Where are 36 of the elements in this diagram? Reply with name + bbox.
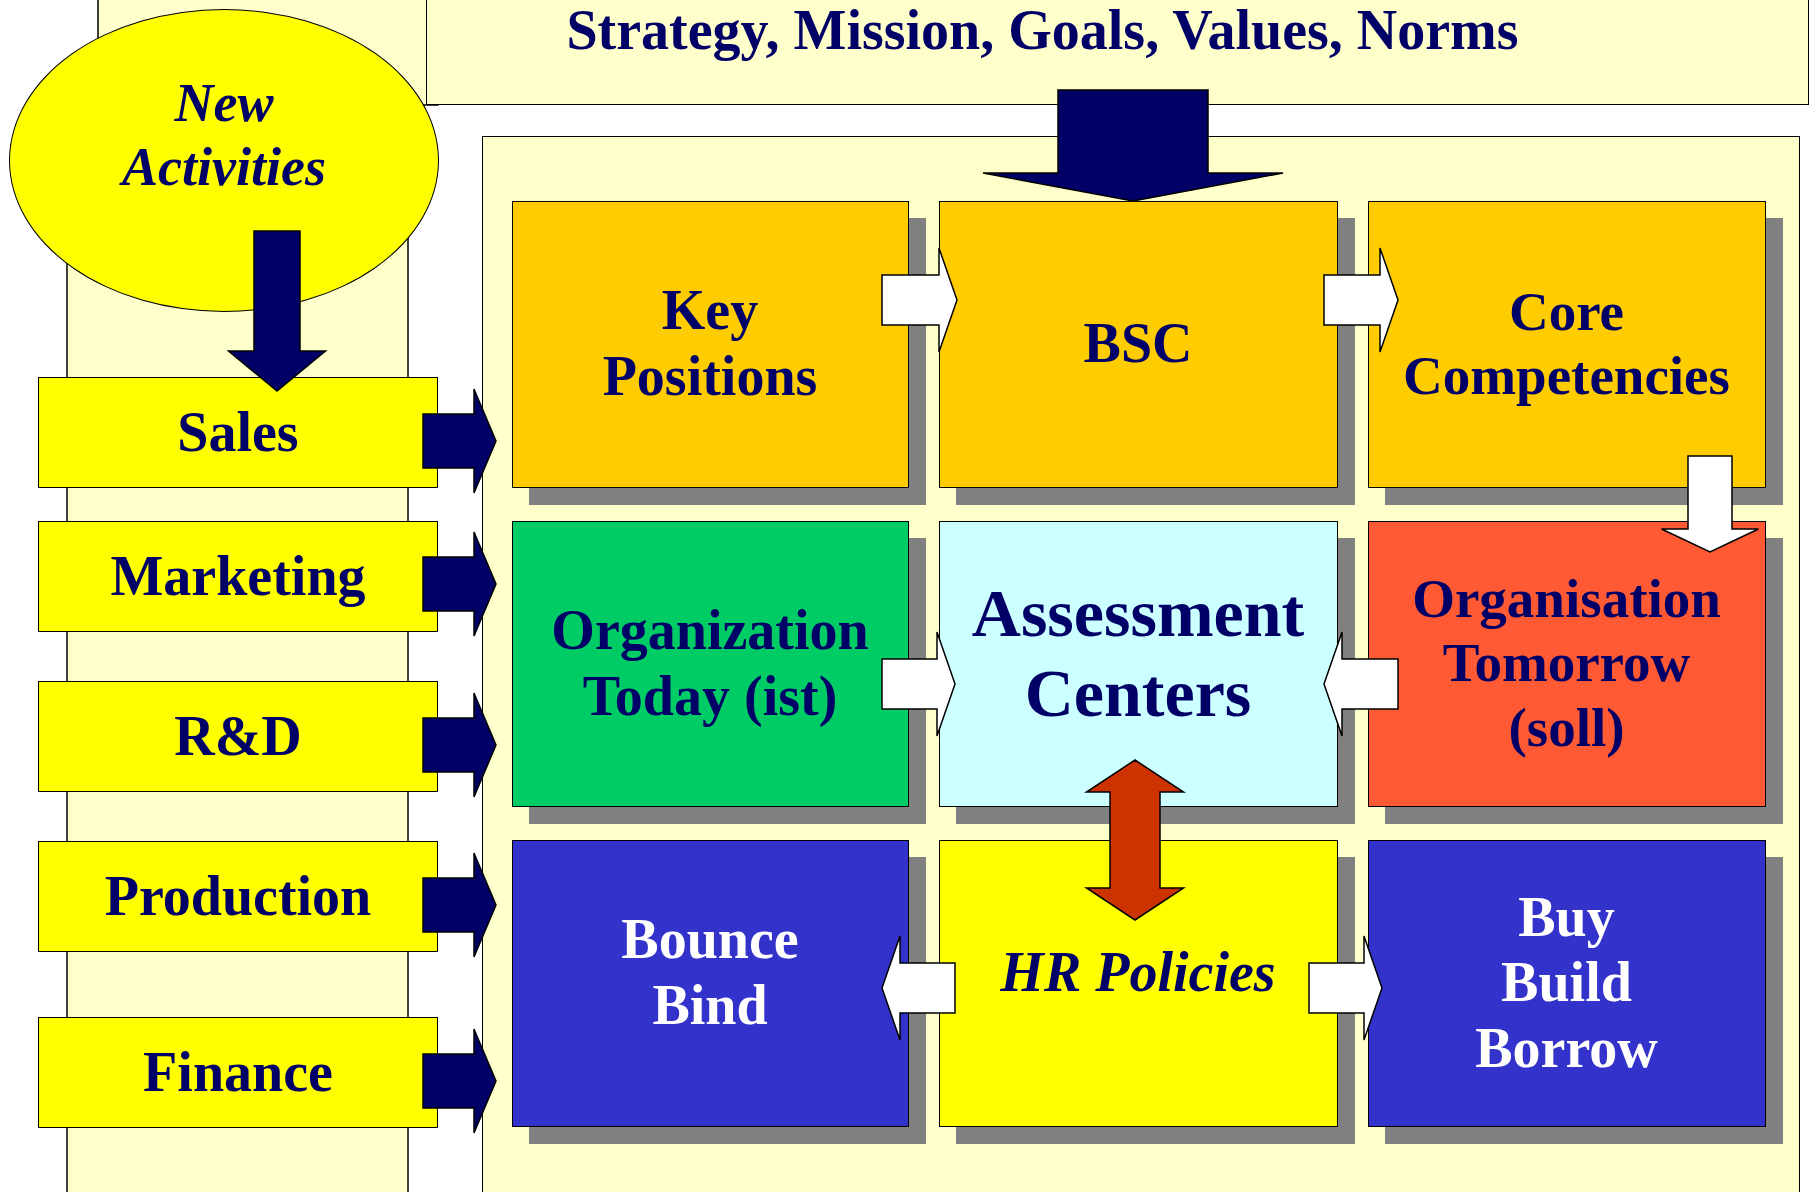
box-label: Strategy, Mission, Goals, Values, Norms — [566, 0, 1519, 63]
box-label: Organisation Tomorrow (soll) — [1412, 567, 1721, 760]
box-label: Buy Build Borrow — [1475, 884, 1658, 1081]
box-label: Marketing — [110, 543, 366, 609]
box-label: Production — [104, 863, 372, 929]
department-box — [38, 841, 438, 952]
block-arrow — [226, 230, 328, 392]
block-arrow — [1323, 247, 1399, 353]
box-label: BSC — [1083, 311, 1193, 377]
department-box — [38, 521, 438, 632]
box-label: Assessment Centers — [971, 573, 1305, 733]
block-arrow — [422, 531, 497, 637]
block-arrow — [881, 935, 956, 1041]
block-arrow — [1084, 759, 1186, 921]
department-box — [38, 377, 438, 488]
block-arrow — [1323, 631, 1399, 737]
box-label: Finance — [143, 1039, 333, 1105]
block-arrow — [881, 631, 956, 737]
department-box — [38, 1017, 438, 1128]
block-arrow — [422, 692, 497, 798]
block-arrow — [422, 388, 497, 494]
block-arrow — [1660, 455, 1760, 553]
box-label: Core Competencies — [1403, 279, 1730, 408]
box-label: R&D — [174, 703, 302, 769]
department-box — [38, 681, 438, 792]
box-label: Bounce Bind — [621, 907, 799, 1038]
box-label: Sales — [177, 399, 299, 465]
box-label: Key Positions — [602, 278, 818, 409]
block-arrow — [982, 89, 1284, 202]
block-arrow — [422, 1028, 497, 1134]
block-arrow — [422, 852, 497, 958]
block-arrow — [881, 247, 958, 353]
box-label: HR Policies — [1000, 940, 1276, 1006]
framework-panel — [482, 136, 1800, 1192]
block-arrow — [1308, 935, 1383, 1041]
box-label: Organization Today (ist) — [551, 598, 869, 729]
